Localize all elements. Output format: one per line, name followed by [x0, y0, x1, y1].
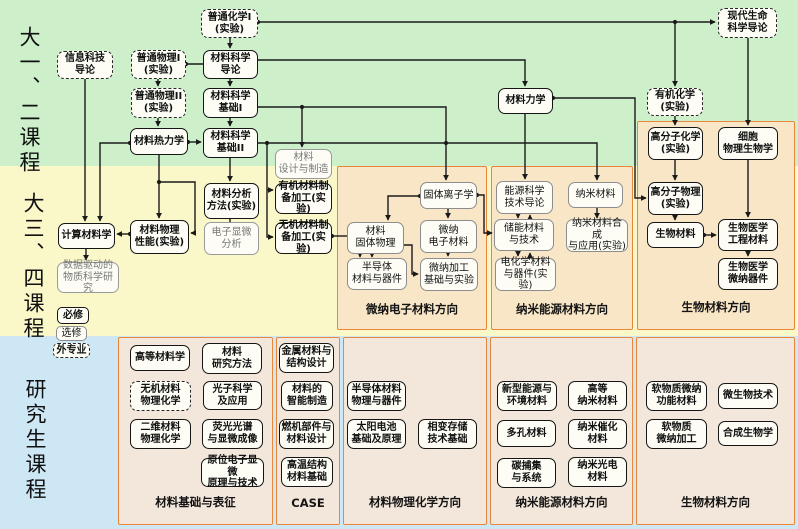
- course-box-electron-microscopy: 电子显微 分析: [204, 222, 259, 255]
- band-label-year34: 大三、四课程: [21, 192, 45, 342]
- course-box-biomedical-engineering: 生物医学 工程材料: [718, 219, 778, 251]
- course-box-solid-state-ionics: 固体离子学: [420, 182, 477, 209]
- course-box-general-physics-2: 普通物理II (实验): [131, 88, 186, 118]
- course-box-micro-nano-fabrication: 微纳加工 基础与实验: [420, 258, 478, 291]
- panel-title-bio-materials-grad-track: 生物材料方向: [681, 495, 750, 509]
- course-box-biomedical-devices: 生物医学 微纳器件: [718, 258, 778, 290]
- panel-title-micro-nano-electronic-track: 微纳电子材料方向: [366, 302, 458, 316]
- course-box-organic-processing: 有机材料制 备加工(实验): [275, 181, 332, 215]
- course-box-materials-physical-props: 材料物理 性能(实验): [130, 220, 189, 254]
- course-box-info-tech-intro: 信息科技 导论: [57, 51, 113, 79]
- course-box-inorganic-physchem: 无机材料 物理化学: [130, 381, 191, 411]
- panel-title-nano-energy-grad-track: 纳米能源材料方向: [515, 495, 608, 509]
- panel-title-materials-physchem-track: 材料物理化学方向: [369, 495, 461, 509]
- course-box-advanced-nanomaterials: 高等 纳米材料: [568, 381, 627, 411]
- course-box-carbon-capture: 碳捕集 与系统: [497, 458, 556, 488]
- course-box-microbial-technology: 微生物技术: [718, 383, 778, 409]
- course-box-nano-catalysis: 纳米催化 材料: [568, 419, 627, 449]
- course-box-materials-research-methods: 材料 研究方法: [202, 343, 262, 374]
- panel-title-bio-materials-track: 生物材料方向: [681, 300, 751, 314]
- course-box-in-situ-microscopy: 原位电子显微 原理与技术: [201, 455, 264, 489]
- course-box-micro-nano-electronics: 微纳 电子材料: [420, 220, 477, 253]
- course-box-advanced-materials: 高等材料学: [130, 345, 190, 371]
- panel-title-case: CASE: [291, 496, 325, 510]
- course-box-soft-matter-fabrication: 软物质 微纳加工: [646, 419, 707, 449]
- course-box-intelligent-manufacturing: 材料的 智能制造: [281, 381, 333, 411]
- course-box-materials-fundamentals-2: 材料科学 基础II: [203, 128, 258, 158]
- course-box-synthetic-biology: 合成生物学: [718, 421, 778, 446]
- course-box-high-temp-materials: 高温结构 材料基础: [281, 457, 333, 487]
- course-box-biomaterials: 生物材料: [647, 222, 704, 248]
- legend-required: 必修: [57, 307, 89, 324]
- course-box-solid-state-physics: 材料 固体物理: [347, 222, 404, 254]
- course-box-nanomaterials: 纳米材料: [568, 182, 623, 208]
- course-box-fluorescence-imaging: 荧光光谱 与显微成像: [202, 419, 263, 449]
- band-label-year12: 大一、二课程: [17, 26, 41, 176]
- course-box-turbine-components: 燃机部件与 材料设计: [279, 419, 334, 449]
- course-box-energy-storage: 储能材料 与技术: [494, 219, 554, 251]
- course-box-modern-life-science: 现代生命 科学导论: [718, 8, 777, 38]
- course-box-general-chemistry-1: 普通化学I (实验): [201, 9, 258, 38]
- course-box-materials-fundamentals-1: 材料科学 基础I: [203, 88, 258, 118]
- course-box-nano-optoelectronics: 纳米光电 材料: [568, 457, 627, 487]
- course-box-general-physics-1: 普通物理I (实验): [131, 50, 186, 79]
- course-box-semiconductor-devices: 半导体 材料与器件: [347, 258, 407, 290]
- panel-title-nano-energy-track: 纳米能源材料方向: [516, 302, 608, 316]
- course-box-polymer-physics: 高分子物理 (实验): [648, 182, 703, 215]
- course-box-new-energy-materials: 新型能源与 环境材料: [497, 381, 557, 411]
- course-box-materials-science-intro: 材料科学 导论: [203, 50, 258, 79]
- course-box-data-driven-science: 数据驱动的 物质科学研究: [57, 260, 119, 294]
- course-box-electrochemical-devices: 电化学材料 与器件(实验): [495, 257, 556, 291]
- course-box-polymer-chemistry: 高分子化学 (实验): [648, 127, 703, 160]
- legend-dashed: 外专业: [53, 343, 90, 358]
- course-box-mechanics-of-materials: 材料力学: [498, 88, 553, 114]
- course-box-soft-matter-functional: 软物质微纳 功能材料: [646, 381, 707, 411]
- course-box-materials-design-mfg: 材料 设计与制造: [275, 149, 332, 179]
- course-box-materials-thermodynamics: 材料热力学: [130, 128, 188, 155]
- course-box-computational-materials: 计算材料学: [58, 223, 115, 249]
- course-box-energy-science-intro: 能源科学 技术导论: [496, 181, 553, 214]
- band-label-grad: 研究生课程: [23, 378, 47, 503]
- course-box-2d-materials-physchem: 二维材料 物理化学: [130, 419, 191, 449]
- course-box-organic-chemistry: 有机化学 (实验): [647, 88, 703, 116]
- panel-title-materials-fundamentals: 材料基础与表征: [155, 495, 236, 509]
- course-box-solar-cells: 太阳电池 基础及原理: [347, 419, 406, 449]
- course-box-metal-structure-design: 金属材料与 结构设计: [279, 343, 334, 373]
- course-box-semiconductor-physics: 半导体材料 物理与器件: [347, 381, 406, 411]
- course-box-photon-science: 光子科学 及应用: [203, 381, 262, 410]
- course-box-cell-physical-biology: 细胞 物理生物学: [718, 127, 778, 160]
- course-box-materials-analysis: 材料分析 方法(实验): [204, 183, 259, 219]
- course-box-phase-change-memory: 相变存储 技术基础: [418, 419, 477, 449]
- course-box-inorganic-processing: 无机材料制 备加工(实验): [275, 220, 332, 255]
- legend-elective: 选修: [56, 326, 87, 341]
- course-box-nanomaterial-synthesis: 纳米材料合成 与应用(实验): [566, 218, 628, 252]
- course-box-porous-materials: 多孔材料: [497, 420, 556, 447]
